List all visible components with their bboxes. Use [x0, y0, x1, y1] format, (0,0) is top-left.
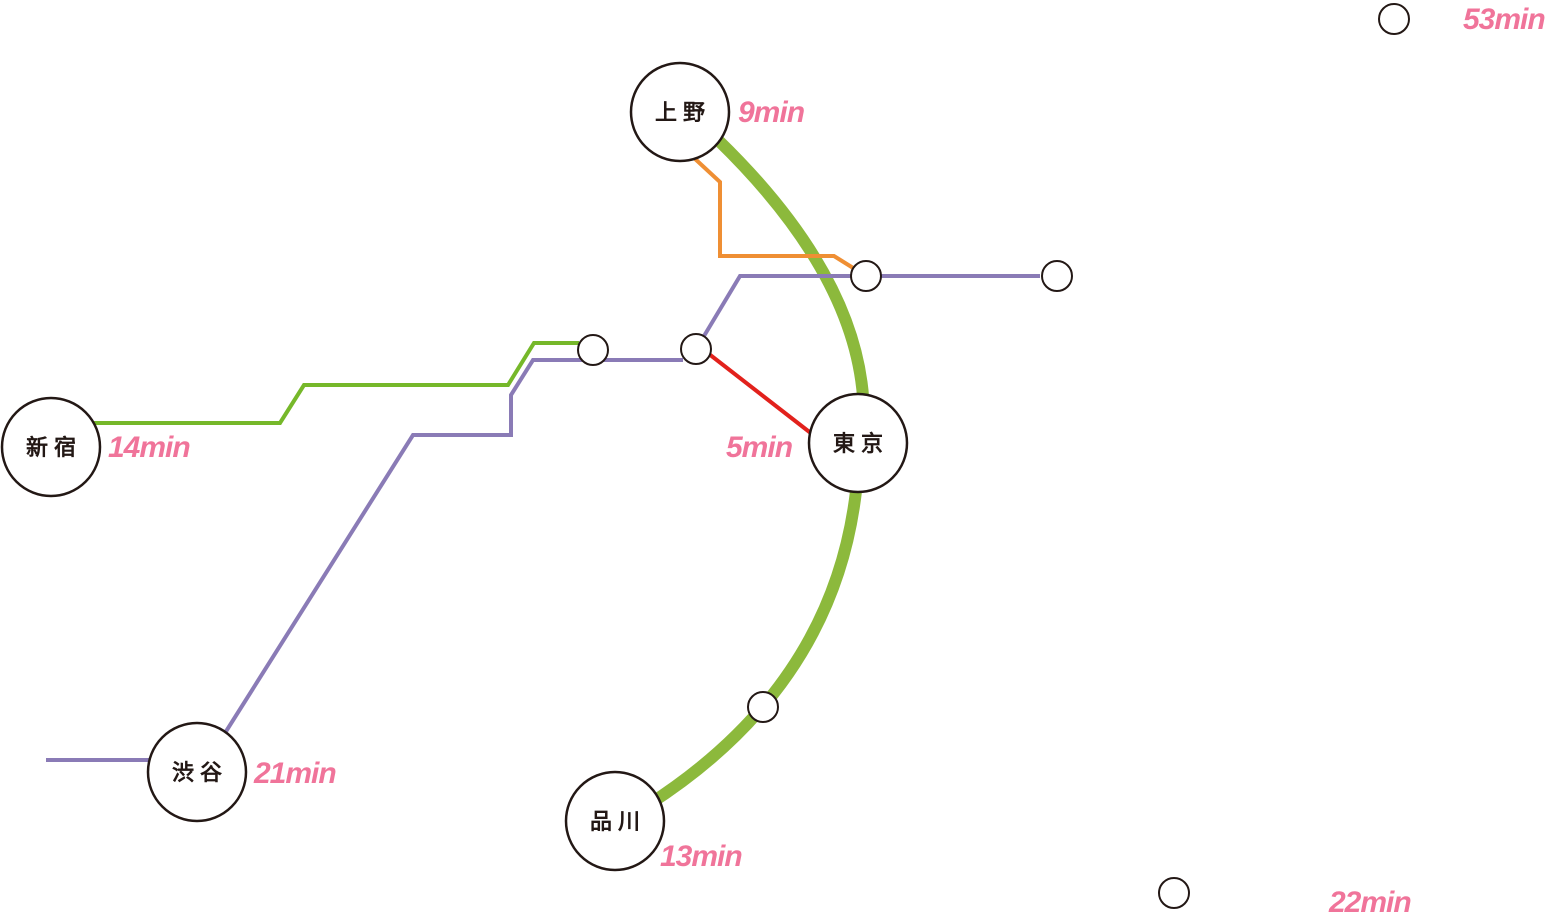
station-name: 渋谷 — [172, 760, 228, 786]
station-circle[interactable] — [1041, 260, 1073, 292]
station-circle[interactable] — [1378, 3, 1410, 35]
station-ueno[interactable]: 上野 — [629, 61, 731, 163]
station-circle[interactable] — [680, 333, 712, 365]
station-circle[interactable] — [850, 260, 882, 292]
station-circle[interactable] — [747, 691, 779, 723]
time-label: 9min — [738, 96, 805, 129]
time-label: 21min — [253, 757, 336, 790]
station-name: 東京 — [833, 431, 889, 457]
time-label: 22min — [1328, 886, 1411, 919]
station-name: 新宿 — [26, 435, 82, 461]
time-label: 53min — [1463, 3, 1545, 36]
orange-line — [691, 155, 860, 273]
time-label: 14min — [108, 431, 190, 464]
station-circle[interactable] — [1158, 877, 1190, 909]
purple-line-east — [702, 274, 1040, 338]
station-shinjuku[interactable]: 新宿 — [0, 396, 102, 498]
time-label: 13min — [660, 840, 742, 873]
red-line — [707, 352, 814, 436]
station-shibuya[interactable]: 渋谷 — [146, 721, 248, 823]
purple-line-south — [223, 358, 683, 735]
time-label: 5min — [726, 431, 793, 464]
station-shinagawa[interactable]: 品川 — [564, 770, 666, 872]
station-circle[interactable] — [577, 334, 609, 366]
station-tokyo[interactable]: 東京 — [807, 392, 909, 494]
station-name: 上野 — [655, 101, 711, 126]
green-line — [90, 341, 579, 425]
station-name: 品川 — [590, 810, 646, 835]
